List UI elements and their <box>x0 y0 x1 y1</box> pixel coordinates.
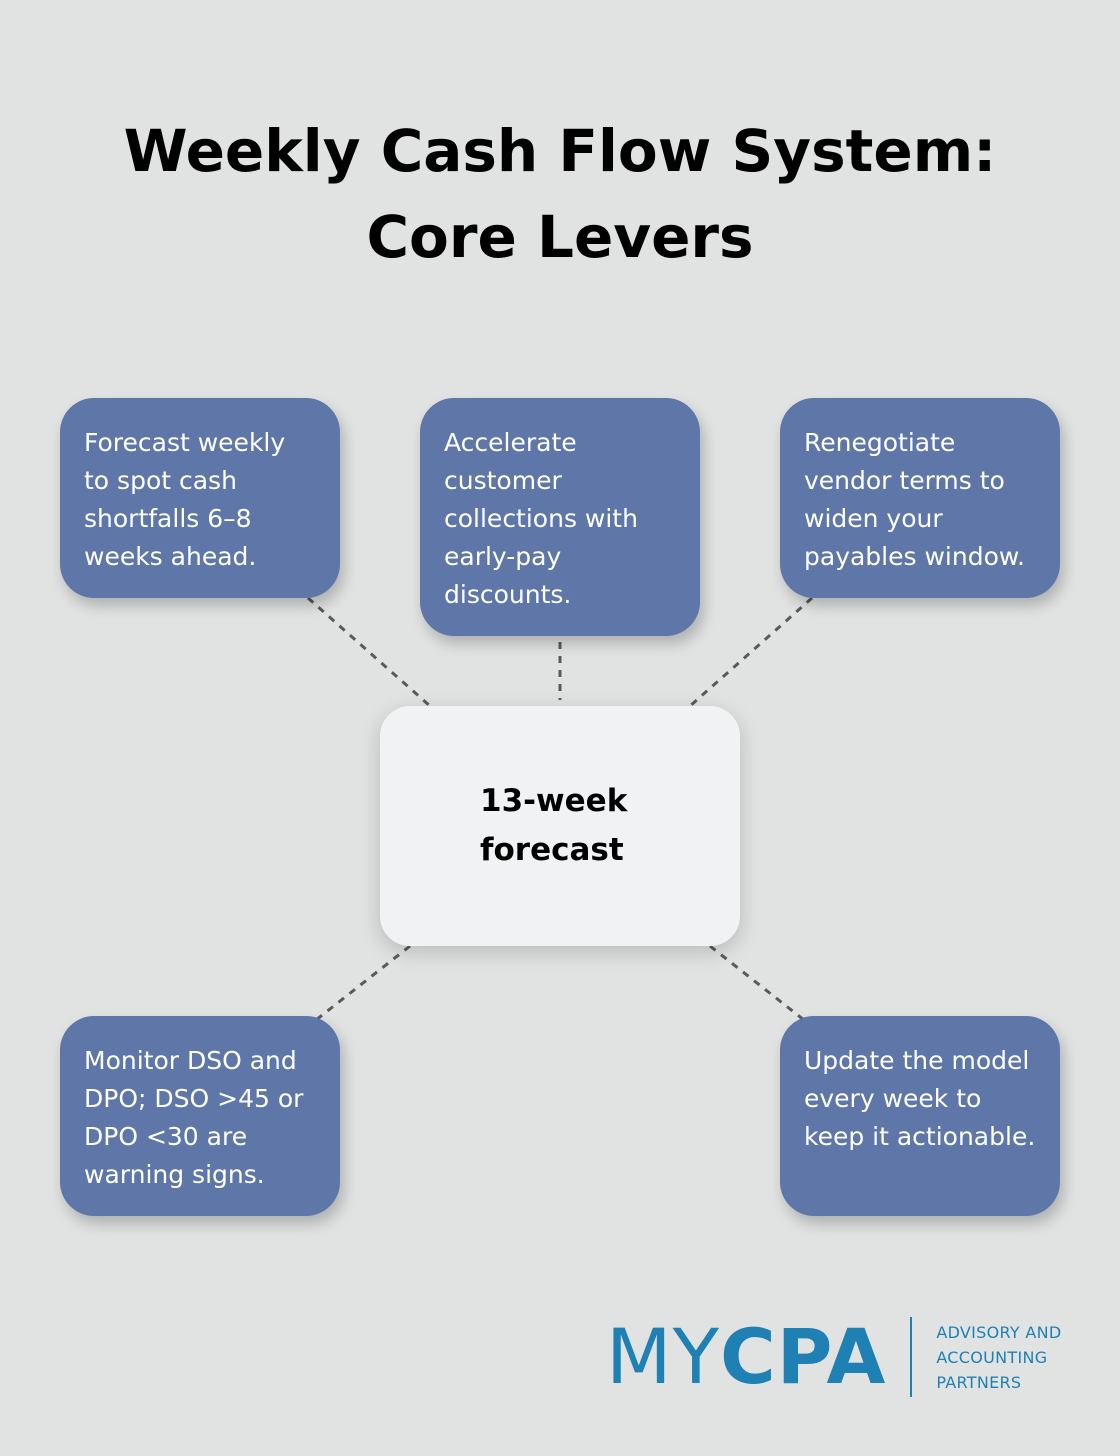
node-text: Forecast weekly to spot cash shortfalls … <box>84 428 286 571</box>
connector-bottom-right <box>709 944 805 1022</box>
diagram-title: Weekly Cash Flow System: Core Levers <box>123 117 997 271</box>
logo-tagline-line: ADVISORY AND <box>936 1322 1062 1342</box>
node-text: Monitor DSO and DPO; DSO >45 or DPO <30 … <box>84 1046 304 1189</box>
logo-tagline: ADVISORY AND ACCOUNTING PARTNERS <box>936 1320 1061 1395</box>
logo-divider <box>910 1317 913 1397</box>
node-text: Update the model every week to keep it a… <box>804 1046 1036 1151</box>
logo-word-bold: CPA <box>720 1312 887 1401</box>
node-update-model: Update the model every week to keep it a… <box>780 1016 1060 1216</box>
node-forecast-weekly: Forecast weekly to spot cash shortfalls … <box>60 398 340 598</box>
logo-wordmark: MYCPA <box>606 1319 886 1395</box>
connector-top-right <box>689 596 813 708</box>
center-label: 13-week forecast <box>480 783 628 868</box>
node-renegotiate-vendors: Renegotiate vendor terms to widen your p… <box>780 398 1060 598</box>
connector-top-left <box>307 596 431 708</box>
node-text: Renegotiate vendor terms to widen your p… <box>804 428 1025 571</box>
logo-tagline-line: PARTNERS <box>936 1372 1022 1392</box>
center-node: 13-week forecast <box>380 706 740 946</box>
node-accelerate-collections: Accelerate customer collections with ear… <box>420 398 700 636</box>
mycpa-logo: MYCPA ADVISORY AND ACCOUNTING PARTNERS <box>606 1312 1062 1402</box>
logo-word-light: MY <box>606 1312 720 1401</box>
node-monitor-dso-dpo: Monitor DSO and DPO; DSO >45 or DPO <30 … <box>60 1016 340 1216</box>
node-text: Accelerate customer collections with ear… <box>444 428 638 609</box>
logo-tagline-line: ACCOUNTING <box>936 1347 1048 1367</box>
connector-bottom-left <box>315 944 411 1022</box>
